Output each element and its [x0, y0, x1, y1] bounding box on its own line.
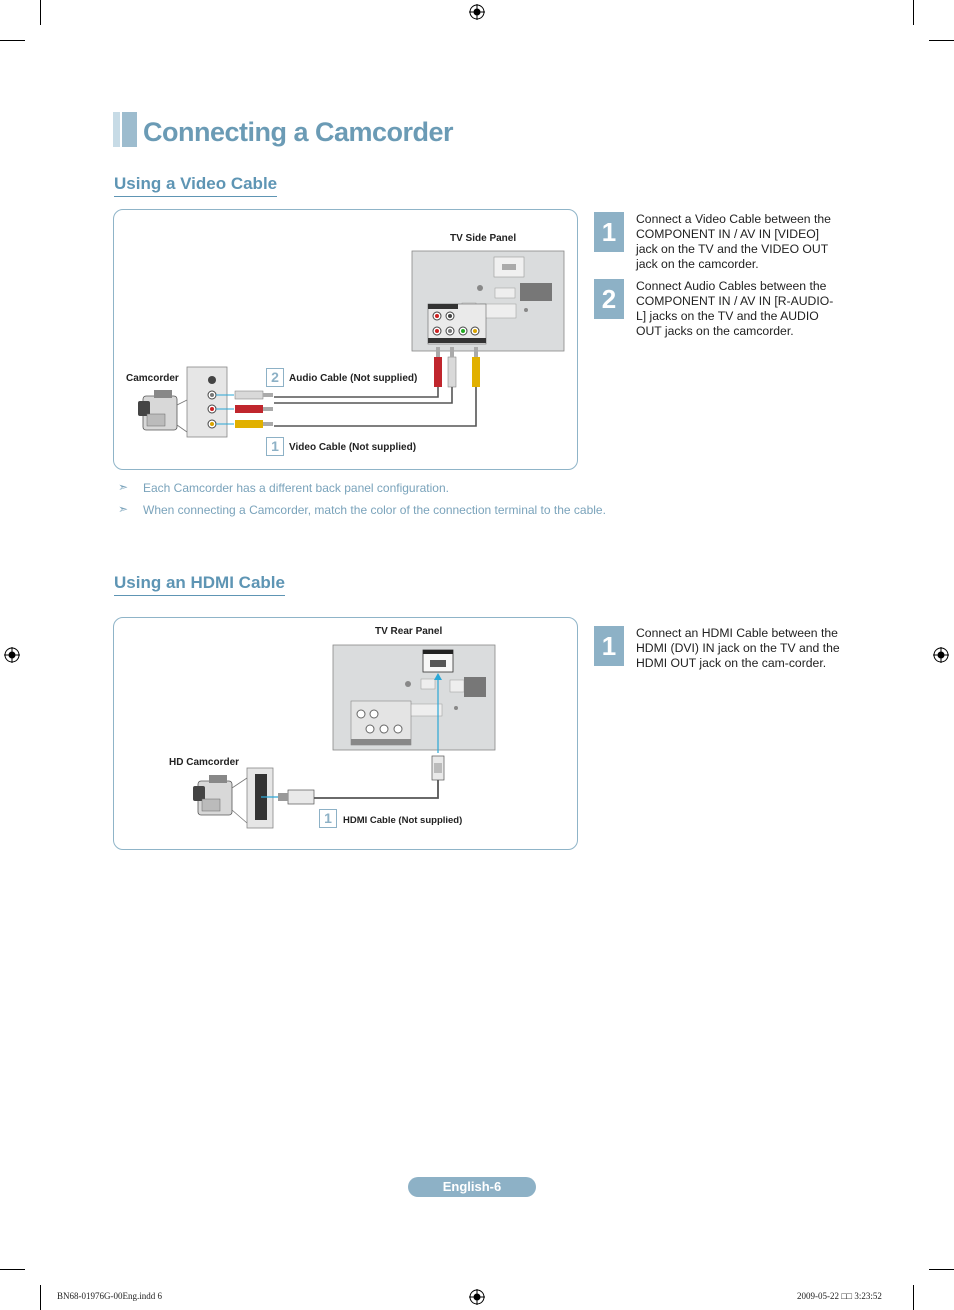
crop-mark: [913, 1285, 914, 1310]
registration-mark-icon: [469, 4, 485, 20]
registration-mark-icon: [933, 647, 949, 663]
video-diagram-panel: TV Side Panel Camcorder 2 Audio Cable (N…: [113, 209, 578, 470]
video-cable-number: 1: [266, 437, 284, 456]
step-number: 1: [594, 626, 624, 666]
audio-cable-label: Audio Cable (Not supplied): [289, 373, 418, 384]
camcorder-label: Camcorder: [126, 373, 179, 384]
hdmi-cable-number: 1: [319, 809, 337, 828]
crop-mark: [0, 40, 25, 41]
section-heading-video: Using a Video Cable: [114, 174, 278, 197]
note-arrow-icon: ➣: [118, 480, 129, 494]
hd-camcorder-label: HD Camcorder: [169, 757, 240, 768]
note-text: Each Camcorder has a different back pane…: [143, 481, 449, 495]
page-title: Connecting a Camcorder: [143, 117, 454, 147]
step-number: 1: [594, 212, 624, 252]
crop-mark: [913, 0, 914, 25]
page-number-badge: English-6: [408, 1177, 536, 1197]
tv-rear-panel-label: TV Rear Panel: [375, 626, 443, 637]
step-text: Connect a Video Cable between the COMPON…: [636, 212, 831, 271]
video-cable-label: Video Cable (Not supplied): [289, 442, 417, 453]
file-name: BN68-01976G-00Eng.indd 6: [57, 1291, 162, 1301]
step-text: Connect Audio Cables between the COMPONE…: [636, 279, 834, 338]
hdmi-cable-label: HDMI Cable (Not supplied): [343, 815, 463, 826]
step-number: 2: [594, 279, 624, 319]
print-timestamp: 2009-05-22 □□ 3:23:52: [797, 1291, 882, 1301]
registration-mark-icon: [469, 1289, 485, 1305]
note-text: When connecting a Camcorder, match the c…: [143, 503, 606, 517]
step-text: Connect an HDMI Cable between the HDMI (…: [636, 626, 840, 670]
video-connection-diagram: [138, 250, 565, 438]
note-arrow-icon: ➣: [118, 502, 129, 516]
crop-mark: [40, 1285, 41, 1310]
crop-mark: [929, 40, 954, 41]
crop-mark: [0, 1269, 25, 1270]
crop-mark: [929, 1269, 954, 1270]
hdmi-connection-diagram: [193, 644, 496, 829]
tv-side-panel-label: TV Side Panel: [450, 233, 517, 244]
title-accent-bar: [113, 112, 137, 147]
audio-cable-number: 2: [266, 368, 284, 387]
registration-mark-icon: [4, 647, 20, 663]
hdmi-diagram-panel: TV Rear Panel HD Camcorder 1 HDMI Cable …: [113, 617, 578, 850]
crop-mark: [40, 0, 41, 25]
section-heading-hdmi: Using an HDMI Cable: [114, 573, 285, 596]
